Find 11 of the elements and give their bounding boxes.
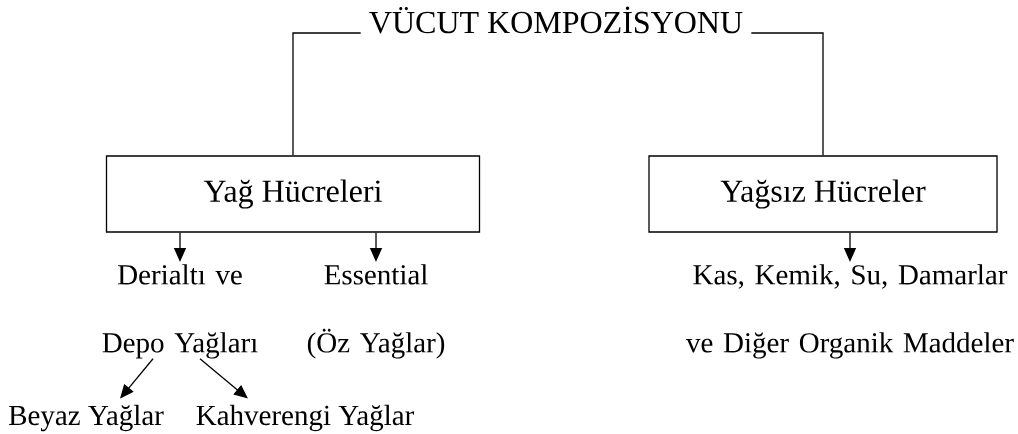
title: VÜCUT KOMPOZİSYONU: [369, 6, 743, 34]
text-label: Kas, Kemik, Su, Damarlar ve Diğer Organik Maddeler: [686, 264, 1014, 359]
category-box: Yağsız Hücreler: [648, 155, 998, 233]
text-label: Beyaz Yağlar: [9, 404, 164, 432]
category-box: Yağ Hücreleri: [105, 155, 481, 233]
text-label: Derialtı ve Depo Yağları: [102, 264, 258, 359]
text-label: Essential (Öz Yağlar): [307, 264, 445, 359]
text-label: Kahverengi Yağlar: [196, 404, 414, 432]
arrow: [199, 358, 248, 399]
connector-line: [750, 32, 824, 156]
connector-line: [292, 32, 362, 156]
